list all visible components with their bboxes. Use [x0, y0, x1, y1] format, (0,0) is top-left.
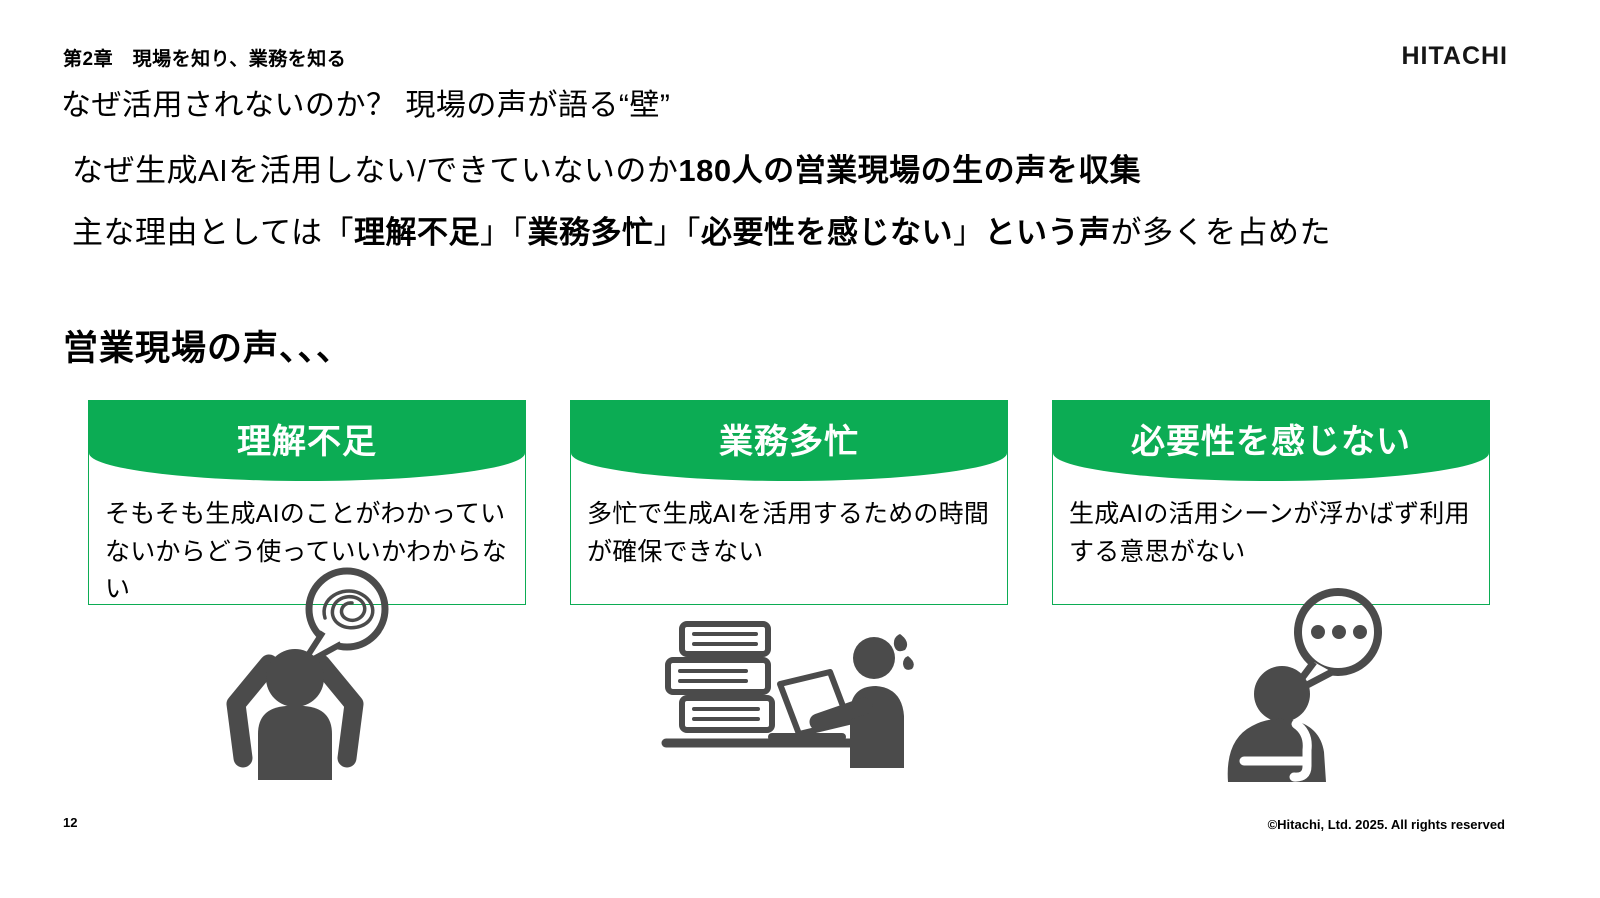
summary-run: 」「: [479, 215, 528, 250]
copyright-notice: ©Hitachi, Ltd. 2025. All rights reserved: [1267, 817, 1505, 832]
chapter-label: 第2章 現場を知り、業務を知る: [63, 49, 347, 70]
summary-run-bold: という声: [984, 215, 1111, 250]
summary-run-bold: 必要性を感じない: [700, 215, 953, 250]
card-title-banner: 理解不足: [89, 401, 525, 481]
summary-line-1: なぜ生成AIを活用しない/できていないのか180人の営業現場の生の声を収集: [72, 140, 1331, 202]
busy-worker-icon: [661, 621, 914, 768]
summary-run: なぜ生成AIを活用しない/できていないのか: [72, 153, 679, 188]
summary-run: 」「: [653, 215, 701, 250]
card-no-need: 必要性を感じない 生成AIの活用シーンが浮かばず利用する意思がない: [1052, 400, 1490, 605]
card-body-text: そもそも生成AIのことがわかっていないからどう使っていいかわからない: [105, 500, 507, 603]
page-title: なぜ活用されないのか？ 現場の声が語る“壁”: [61, 89, 671, 122]
page-number: 12: [63, 815, 78, 830]
summary-line-2: 主な理由としては「理解不足」「業務多忙」「必要性を感じない」という声が多くを占め…: [72, 202, 1331, 264]
summary-run: が多くを占めた: [1110, 215, 1331, 250]
hitachi-logo: HITACHI: [1401, 42, 1508, 70]
summary-run: 」: [952, 215, 985, 250]
thinking-person-icon: [1227, 588, 1382, 782]
confused-person-icon: [226, 567, 389, 780]
card-title-banner: 必要性を感じない: [1053, 401, 1489, 481]
card-body-text: 生成AIの活用シーンが浮かばず利用する意思がない: [1069, 500, 1470, 566]
card-body-text: 多忙で生成AIを活用するための時間が確保できない: [587, 500, 990, 566]
section-heading: 営業現場の声、、、: [63, 329, 353, 368]
summary-run-bold: 業務多忙: [527, 215, 654, 250]
summary-run-bold: 理解不足: [353, 215, 480, 250]
card-title-banner: 業務多忙: [571, 401, 1007, 481]
card-too-busy: 業務多忙 多忙で生成AIを活用するための時間が確保できない: [570, 400, 1008, 605]
summary-run-bold: 180人の営業現場の生の声を収集: [678, 153, 1142, 188]
card-understanding-gap: 理解不足 そもそも生成AIのことがわかっていないからどう使っていいかわからない: [88, 400, 526, 605]
reason-cards-row: 理解不足 そもそも生成AIのことがわかっていないからどう使っていいかわからない …: [88, 400, 1490, 605]
summary-run: 主な理由としては「: [72, 215, 354, 250]
summary-text: なぜ生成AIを活用しない/できていないのか180人の営業現場の生の声を収集 主な…: [72, 140, 1331, 264]
